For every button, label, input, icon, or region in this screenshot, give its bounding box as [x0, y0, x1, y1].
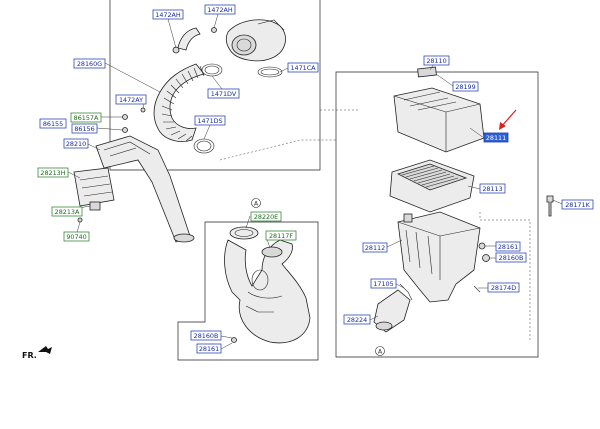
label-1471ca[interactable]: 1471CA — [287, 62, 319, 73]
label-28110[interactable]: 28110 — [423, 55, 450, 66]
label-text: 28224 — [347, 316, 367, 324]
label-17105[interactable]: 17105 — [370, 278, 397, 289]
label-28213h[interactable]: 28213H — [37, 167, 69, 178]
label-text: 28112 — [365, 244, 385, 252]
label-28160b-right[interactable]: 28160B — [495, 252, 527, 263]
ref-a-bottom-text: A — [378, 349, 383, 356]
label-text: 28171K — [565, 201, 590, 209]
label-28160b-bottom[interactable]: 28160B — [190, 330, 222, 341]
label-text: 1472AY — [119, 96, 143, 104]
label-text: 28174D — [491, 284, 516, 292]
label-text: 28113 — [482, 185, 502, 193]
label-text: 17105 — [373, 280, 393, 288]
label-text: 28160G — [77, 60, 102, 68]
ref-a-top-text: A — [254, 201, 259, 208]
label-text: 28160B — [499, 254, 524, 262]
label-text: 28117F — [269, 232, 293, 240]
label-28111-highlighted[interactable]: 28111 — [483, 132, 509, 143]
label-86157a[interactable]: 86157A — [70, 112, 102, 123]
air-cleaner-assembly — [373, 66, 554, 333]
label-text: 28161 — [199, 345, 219, 353]
label-1471ds[interactable]: 1471DS — [194, 115, 226, 126]
label-text: 86155 — [43, 120, 63, 128]
label-28113[interactable]: 28113 — [479, 183, 506, 194]
label-text: 1472AH — [207, 6, 233, 14]
front-indicator-text: FR. — [22, 351, 37, 360]
ref-circle-a-bottom: A — [375, 346, 385, 356]
label-28117f[interactable]: 28117F — [265, 230, 297, 241]
ref-circle-a-top: A — [251, 198, 261, 208]
label-text: 86156 — [74, 125, 94, 133]
label-text: 28161 — [498, 243, 518, 251]
label-text: 86157A — [74, 114, 99, 122]
label-28171k[interactable]: 28171K — [561, 199, 594, 210]
label-1472ah-a[interactable]: 1472AH — [152, 9, 184, 20]
front-arrow-icon — [38, 346, 52, 354]
air-duct-assembly — [73, 135, 195, 243]
label-28112[interactable]: 28112 — [362, 242, 388, 253]
intake-hose-assembly — [122, 19, 286, 154]
label-text: 28110 — [426, 57, 446, 65]
label-text: 1471DV — [211, 90, 237, 98]
label-1472ah-b[interactable]: 1472AH — [204, 4, 236, 15]
label-28174d[interactable]: 28174D — [487, 282, 520, 293]
label-text: 1472AH — [155, 11, 181, 19]
group-frames — [109, 0, 539, 361]
label-text: 28220E — [254, 213, 278, 221]
label-86155[interactable]: 86155 — [39, 118, 67, 129]
label-text: 28199 — [455, 83, 475, 91]
label-28161-bottom[interactable]: 28161 — [196, 343, 222, 354]
label-text: 1471CA — [290, 64, 316, 72]
inlet-duct-assembly — [224, 226, 311, 344]
label-28213a[interactable]: 28213A — [51, 206, 83, 217]
label-text: 1471DS — [197, 117, 222, 125]
label-text: 28111 — [486, 134, 506, 142]
label-text: 28213A — [55, 208, 80, 216]
label-28210[interactable]: 28210 — [63, 138, 89, 149]
front-indicator: FR. — [22, 346, 52, 360]
label-text: 90740 — [66, 233, 86, 241]
label-86156[interactable]: 86156 — [71, 123, 98, 134]
label-28160g[interactable]: 28160G — [73, 58, 106, 69]
label-1472ay[interactable]: 1472AY — [115, 94, 147, 105]
label-1471dv[interactable]: 1471DV — [207, 88, 240, 99]
label-90740[interactable]: 90740 — [63, 231, 90, 242]
highlight-arrow — [499, 109, 517, 130]
label-text: 28210 — [66, 140, 86, 148]
label-28220e[interactable]: 28220E — [250, 211, 282, 222]
label-text: 28213H — [40, 169, 65, 177]
label-28224[interactable]: 28224 — [343, 314, 371, 325]
label-28199[interactable]: 28199 — [452, 81, 479, 92]
label-28161-right[interactable]: 28161 — [495, 241, 521, 252]
label-text: 28160B — [194, 332, 219, 340]
